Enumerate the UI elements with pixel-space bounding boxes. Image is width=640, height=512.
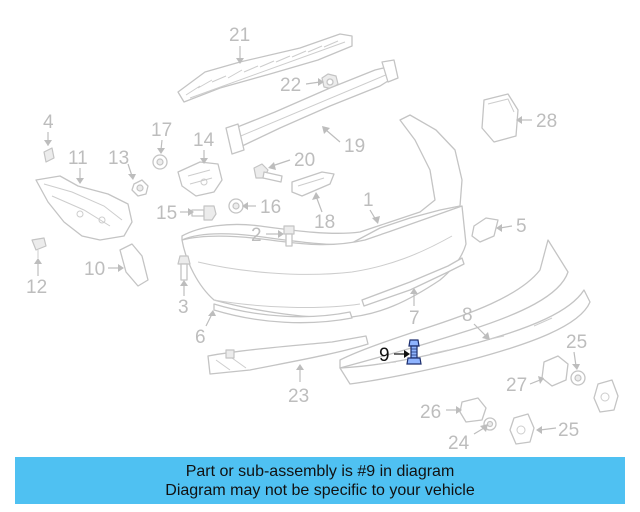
part-7-trim-strip [361, 257, 465, 307]
callout-2: 2 [251, 225, 262, 246]
part-10-cover [119, 243, 149, 287]
callout-11: 11 [68, 148, 88, 169]
callout-22: 22 [280, 75, 301, 96]
callout-7: 7 [409, 308, 420, 329]
callout-23: 23 [288, 386, 309, 407]
callout-20: 20 [294, 150, 315, 171]
part-20-bolt [253, 163, 283, 183]
callout-5: 5 [516, 216, 527, 237]
part-13-grommet [131, 179, 149, 197]
part-19-reinforcement-bar [225, 59, 399, 155]
callout-18: 18 [314, 212, 335, 233]
part-5-reflector [471, 217, 499, 243]
callout-19: 19 [344, 136, 365, 157]
banner-line-2: Diagram may not be specific to your vehi… [165, 481, 475, 499]
part-16-nut [228, 198, 244, 214]
part-11-side-bracket [35, 175, 133, 241]
part-27-sensor-bracket [541, 355, 569, 387]
part-24-park-sensor [509, 413, 535, 445]
part-26-sensor-bracket [459, 397, 487, 423]
part-21-energy-absorber [177, 33, 353, 103]
callout-28: 28 [536, 111, 557, 132]
callout-10: 10 [84, 259, 105, 280]
callout-4: 4 [43, 112, 54, 133]
part-22-nut [321, 73, 339, 90]
part-6-molding-strip [213, 303, 353, 324]
callout-13: 13 [108, 148, 129, 169]
callout-14: 14 [193, 130, 215, 151]
part-2-bolt [283, 225, 295, 247]
callout-26: 26 [420, 402, 441, 423]
callout-leaders [34, 46, 580, 435]
part-3-stud [177, 255, 191, 281]
part-9-bolt[interactable] [406, 339, 422, 365]
part-12-clip [31, 237, 47, 258]
part-15-bolt [191, 205, 217, 221]
callout-16: 16 [260, 197, 281, 218]
callout-labels: 21 22 28 4 17 14 19 11 13 20 1 15 16 18 … [26, 25, 587, 454]
callout-3: 3 [178, 297, 189, 318]
callout-8: 8 [462, 305, 473, 326]
banner-line-1: Part or sub-assembly is #9 in diagram [185, 462, 455, 480]
callout-15: 15 [156, 203, 177, 224]
callout-17: 17 [151, 120, 172, 141]
callout-25-upper: 25 [566, 332, 587, 353]
part-23-trim [207, 335, 369, 375]
callout-9: 9 [379, 345, 390, 366]
callout-12: 12 [26, 277, 47, 298]
callout-6: 6 [195, 327, 206, 348]
part-14-bracket [177, 161, 223, 197]
parts-diagram: 21 22 28 4 17 14 19 11 13 20 1 15 16 18 … [26, 25, 619, 454]
callout-21: 21 [229, 25, 250, 46]
part-8-lower-valance [339, 239, 591, 385]
callout-27: 27 [506, 375, 527, 396]
part-28-module [481, 93, 519, 143]
callout-25-lower: 24 [448, 433, 470, 454]
callout-1: 1 [363, 190, 374, 211]
part-17-grommet [152, 154, 168, 170]
part-25-grommet-upper [570, 370, 586, 386]
callout-24: 25 [558, 420, 579, 441]
part-24-park-sensor-upper [593, 379, 619, 413]
part-18-bracket [291, 171, 335, 197]
info-banner: Part or sub-assembly is #9 in diagram Di… [15, 457, 625, 504]
